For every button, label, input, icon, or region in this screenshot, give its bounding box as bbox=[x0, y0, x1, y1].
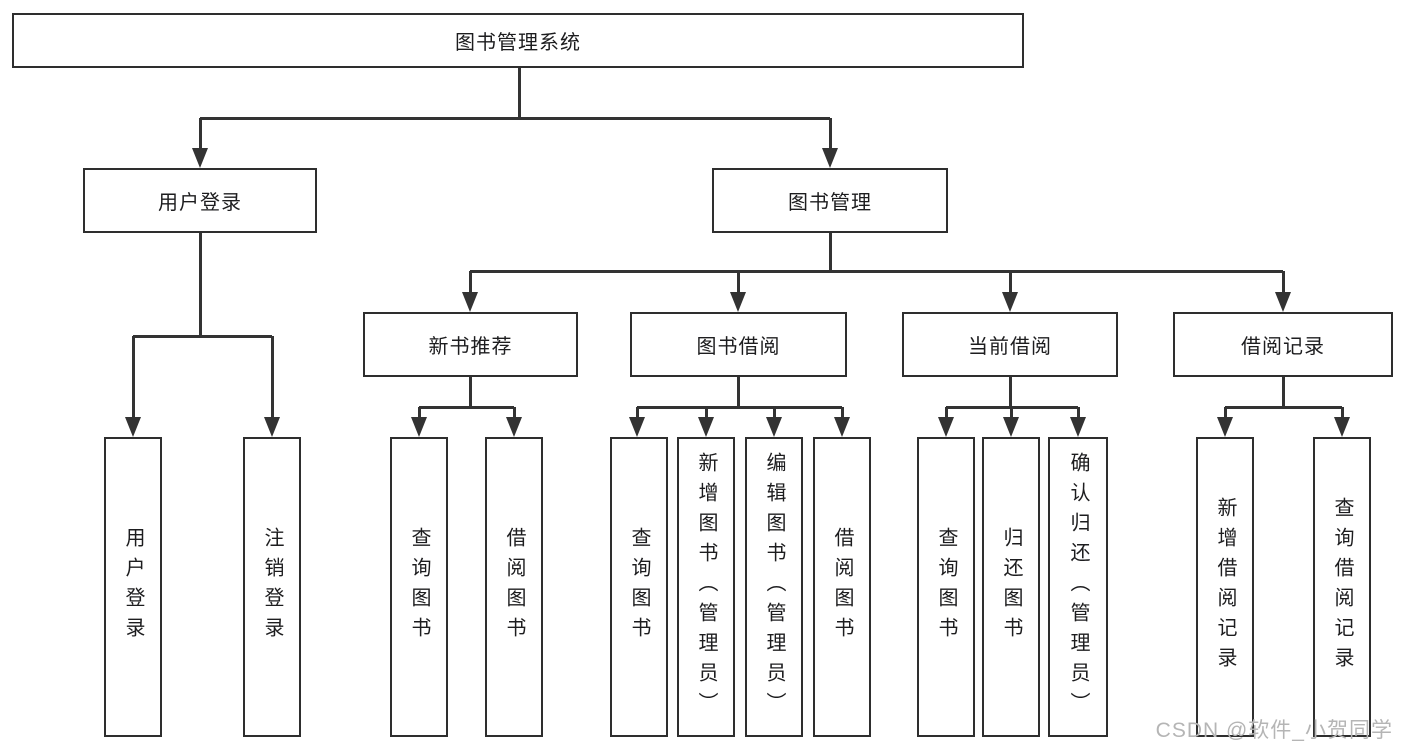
connector-line bbox=[270, 336, 274, 419]
connector-line bbox=[772, 407, 776, 419]
arrow-down-icon bbox=[698, 417, 714, 437]
node-query-books-2-label: 查询图书 bbox=[628, 527, 650, 647]
node-book-management-label: 图书管理 bbox=[788, 192, 872, 214]
connector-line bbox=[133, 335, 272, 338]
node-confirm-return-admin: 确认归还（管理员） bbox=[1048, 437, 1108, 737]
node-new-book-recommend: 新书推荐 bbox=[363, 312, 578, 377]
arrow-down-icon bbox=[766, 417, 782, 437]
arrow-down-icon bbox=[192, 148, 208, 168]
connector-line bbox=[468, 377, 472, 409]
connector-line bbox=[470, 270, 1283, 273]
connector-line bbox=[635, 407, 639, 419]
arrow-down-icon bbox=[1002, 292, 1018, 312]
arrow-down-icon bbox=[822, 148, 838, 168]
node-add-borrow-record: 新增借阅记录 bbox=[1196, 437, 1254, 737]
node-query-books-3-label: 查询图书 bbox=[935, 527, 957, 647]
node-query-books-3: 查询图书 bbox=[917, 437, 975, 737]
connector-line bbox=[1281, 271, 1285, 294]
connector-line bbox=[1008, 271, 1012, 294]
node-add-books-admin-label: 新增图书（管理员） bbox=[695, 452, 717, 722]
connector-line bbox=[417, 407, 421, 419]
arrow-down-icon bbox=[629, 417, 645, 437]
connector-line bbox=[198, 118, 202, 150]
arrow-down-icon bbox=[1217, 417, 1233, 437]
arrow-down-icon bbox=[506, 417, 522, 437]
node-borrowing-records-label: 借阅记录 bbox=[1241, 336, 1325, 358]
arrow-down-icon bbox=[1070, 417, 1086, 437]
connector-line bbox=[736, 271, 740, 294]
node-logout-label: 注销登录 bbox=[261, 527, 283, 647]
node-root: 图书管理系统 bbox=[12, 13, 1024, 68]
node-current-borrowing: 当前借阅 bbox=[902, 312, 1118, 377]
node-logout: 注销登录 bbox=[243, 437, 301, 737]
connector-line bbox=[131, 336, 135, 419]
node-add-borrow-record-label: 新增借阅记录 bbox=[1214, 497, 1236, 677]
connector-line bbox=[704, 407, 708, 419]
node-user-login-label: 用户登录 bbox=[158, 192, 242, 214]
node-new-book-recommend-label: 新书推荐 bbox=[428, 336, 513, 358]
node-add-books-admin: 新增图书（管理员） bbox=[677, 437, 735, 737]
node-book-management: 图书管理 bbox=[712, 168, 948, 233]
arrow-down-icon bbox=[411, 417, 427, 437]
node-book-borrowing-label: 图书借阅 bbox=[696, 336, 781, 358]
connector-line bbox=[828, 233, 832, 273]
node-book-borrowing: 图书借阅 bbox=[630, 312, 847, 377]
connector-line bbox=[468, 271, 472, 294]
connector-line bbox=[828, 118, 832, 150]
connector-line bbox=[637, 406, 842, 409]
connector-line bbox=[1281, 377, 1285, 409]
connector-line bbox=[512, 407, 516, 419]
connector-line bbox=[1223, 407, 1227, 419]
connector-line bbox=[840, 407, 844, 419]
node-query-books-1-label: 查询图书 bbox=[408, 527, 430, 647]
node-borrow-books-2: 借阅图书 bbox=[813, 437, 871, 737]
node-current-borrowing-label: 当前借阅 bbox=[968, 336, 1052, 358]
arrow-down-icon bbox=[730, 292, 746, 312]
arrow-down-icon bbox=[1275, 292, 1291, 312]
csdn-watermark: CSDN @软件_小贺同学 bbox=[1155, 719, 1393, 742]
node-borrow-books-1-label: 借阅图书 bbox=[503, 527, 525, 647]
node-query-borrow-record: 查询借阅记录 bbox=[1313, 437, 1371, 737]
connector-line bbox=[200, 117, 830, 120]
connector-line bbox=[1008, 377, 1012, 409]
node-edit-books-admin: 编辑图书（管理员） bbox=[745, 437, 803, 737]
arrow-down-icon bbox=[264, 417, 280, 437]
connector-line bbox=[1076, 407, 1080, 419]
node-user-login: 用户登录 bbox=[83, 168, 317, 233]
arrow-down-icon bbox=[1334, 417, 1350, 437]
node-query-books-1: 查询图书 bbox=[390, 437, 448, 737]
node-user-login-leaf-label: 用户登录 bbox=[122, 527, 144, 647]
node-borrowing-records: 借阅记录 bbox=[1173, 312, 1393, 377]
node-user-login-leaf: 用户登录 bbox=[104, 437, 162, 737]
node-borrow-books-1: 借阅图书 bbox=[485, 437, 543, 737]
node-confirm-return-admin-label: 确认归还（管理员） bbox=[1067, 452, 1089, 722]
connector-line bbox=[419, 406, 514, 409]
node-edit-books-admin-label: 编辑图书（管理员） bbox=[763, 452, 785, 722]
arrow-down-icon bbox=[1003, 417, 1019, 437]
connector-line bbox=[1009, 407, 1013, 419]
node-query-books-2: 查询图书 bbox=[610, 437, 668, 737]
node-borrow-books-2-label: 借阅图书 bbox=[831, 527, 853, 647]
connector-line bbox=[198, 233, 202, 338]
arrow-down-icon bbox=[834, 417, 850, 437]
node-root-label: 图书管理系统 bbox=[455, 32, 581, 54]
arrow-down-icon bbox=[938, 417, 954, 437]
connector-line bbox=[736, 377, 740, 409]
connector-line bbox=[517, 68, 521, 120]
connector-line bbox=[944, 407, 948, 419]
connector-line bbox=[1340, 407, 1344, 419]
node-query-borrow-record-label: 查询借阅记录 bbox=[1331, 497, 1353, 677]
node-return-books: 归还图书 bbox=[982, 437, 1040, 737]
arrow-down-icon bbox=[462, 292, 478, 312]
arrow-down-icon bbox=[125, 417, 141, 437]
node-return-books-label: 归还图书 bbox=[1000, 527, 1022, 647]
